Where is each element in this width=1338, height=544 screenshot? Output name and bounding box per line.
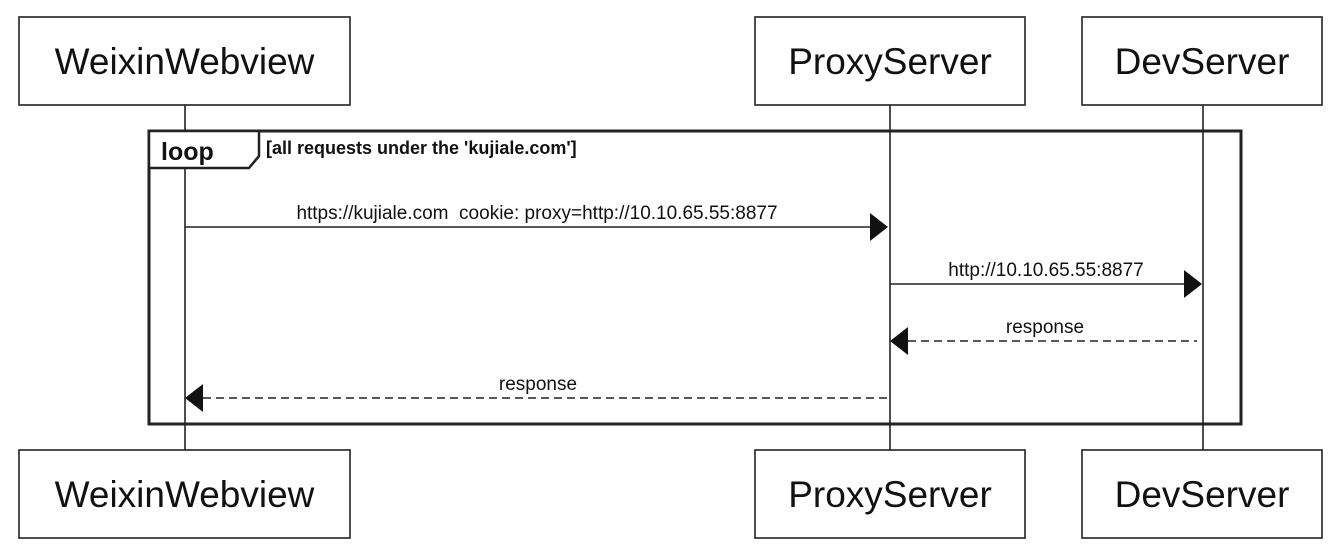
- message-label: http://10.10.65.55:8877: [948, 260, 1143, 281]
- participant-weixin-webview-top: WeixinWebview: [18, 16, 351, 106]
- message-request-to-dev: http://10.10.65.55:8877: [890, 260, 1202, 298]
- participant-label: WeixinWebview: [55, 41, 315, 82]
- participant-box: [754, 449, 1026, 539]
- participant-weixin-webview-bottom: WeixinWebview: [18, 449, 351, 539]
- participant-label: ProxyServer: [788, 41, 992, 82]
- participant-proxy-server-top: ProxyServer: [754, 16, 1026, 106]
- participant-dev-server-bottom: DevServer: [1081, 449, 1323, 539]
- message-request-to-proxy: https://kujiale.com cookie: proxy=http:/…: [185, 203, 888, 241]
- participant-box: [18, 449, 351, 539]
- arrowhead-right: [870, 213, 888, 241]
- message-label: response: [499, 374, 577, 395]
- loop-keyword: loop: [161, 138, 214, 166]
- participant-label: DevServer: [1115, 41, 1290, 82]
- arrowhead-left: [185, 384, 203, 412]
- message-label: https://kujiale.com cookie: proxy=http:/…: [296, 203, 777, 224]
- loop-frame-tab: [147, 129, 261, 170]
- participant-box: [754, 16, 1026, 106]
- message-response-to-weixin: response: [185, 374, 890, 412]
- participant-box: [1081, 449, 1323, 539]
- message-response-to-proxy: response: [890, 317, 1197, 355]
- participant-label: DevServer: [1115, 474, 1290, 515]
- arrowhead-right: [1184, 270, 1202, 298]
- participant-dev-server-top: DevServer: [1081, 16, 1323, 106]
- message-label: response: [1006, 317, 1084, 338]
- arrowhead-left: [890, 327, 908, 355]
- participant-box: [18, 16, 351, 106]
- participant-proxy-server-bottom: ProxyServer: [754, 449, 1026, 539]
- participant-label: ProxyServer: [788, 474, 992, 515]
- loop-guard: [all requests under the 'kujiale.com']: [266, 138, 577, 158]
- participant-label: WeixinWebview: [55, 474, 315, 515]
- participant-box: [1081, 16, 1323, 106]
- loop-frame-border: [147, 129, 1243, 426]
- loop-frame: loop [all requests under the 'kujiale.co…: [147, 129, 1243, 426]
